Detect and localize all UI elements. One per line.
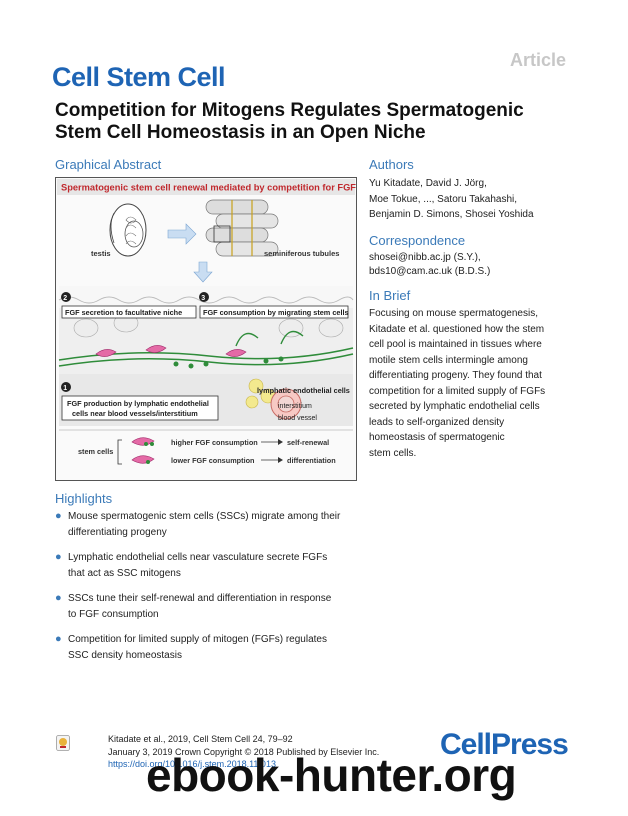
bullet-icon: ● bbox=[55, 551, 62, 563]
testis-illustration bbox=[109, 203, 147, 257]
interstitium-label: interstitium bbox=[278, 403, 312, 410]
article-title: Competition for Mitogens Regulates Sperm… bbox=[55, 100, 524, 143]
graphical-abstract-svg: Spermatogenic stem cell renewal mediated… bbox=[57, 179, 356, 465]
citation-block: Kitadate et al., 2019, Cell Stem Cell 24… bbox=[108, 733, 428, 771]
fgf-secretion-label: FGF secretion to facultative niche bbox=[65, 308, 182, 317]
blood-vessel-label: blood vessel bbox=[278, 415, 317, 422]
bullet-icon: ● bbox=[55, 592, 62, 604]
graphical-abstract-heading: Graphical Abstract bbox=[55, 157, 162, 172]
crossmark-icon[interactable] bbox=[56, 735, 70, 751]
highlights-heading: Highlights bbox=[55, 491, 113, 506]
differentiation-label: differentiation bbox=[287, 456, 336, 465]
in-brief-line: competition for a limited supply of FGFs bbox=[369, 385, 546, 397]
graphical-abstract-figure: Spermatogenic stem cell renewal mediated… bbox=[55, 177, 357, 481]
fgf-production-label-2: cells near blood vessels/interstitium bbox=[72, 409, 198, 418]
in-brief-heading: In Brief bbox=[369, 288, 411, 303]
arrow-right-icon bbox=[167, 223, 197, 245]
journal-name: Cell Stem Cell bbox=[52, 62, 226, 92]
citation-copyright: January 3, 2019 Crown Copyright © 2018 P… bbox=[108, 746, 380, 757]
in-brief-line: secreted by lymphatic endothelial cells bbox=[369, 401, 540, 412]
stem-cell-icon bbox=[131, 437, 155, 446]
in-brief-line: leads to self-organized density bbox=[369, 416, 505, 428]
ga-banner: Spermatogenic stem cell renewal mediated… bbox=[61, 183, 356, 193]
step-2-number: 2 bbox=[63, 295, 67, 302]
curved-arrow-icon bbox=[235, 332, 259, 347]
in-brief-line: Focusing on mouse spermatogenesis, bbox=[369, 308, 538, 319]
higher-consumption-label: higher FGF consumption bbox=[171, 438, 258, 447]
stem-cells-label: stem cells bbox=[78, 447, 113, 456]
correspondence-email[interactable]: shosei@nibb.ac.jp (S.Y.), bbox=[369, 252, 481, 263]
article-type-label: Article bbox=[509, 50, 566, 70]
doi-link[interactable]: https://doi.org/10.1016/j.stem.2018.11.0… bbox=[108, 759, 276, 769]
step-1-number: 1 bbox=[63, 385, 67, 392]
authors-list: Yu Kitadate, David J. Jörg, Moe Tokue, .… bbox=[369, 176, 589, 223]
bullet-icon: ● bbox=[55, 633, 62, 645]
correspondence-heading: Correspondence bbox=[369, 233, 466, 248]
citation-reference: Kitadate et al., 2019, Cell Stem Cell 24… bbox=[108, 734, 293, 744]
in-brief-line: differentiating progeny. They found that bbox=[369, 370, 542, 381]
highlight-item: ● Competition for limited supply of mito… bbox=[55, 633, 327, 661]
in-brief-line: homeostasis of spermatogenic bbox=[369, 432, 505, 443]
tubules-illustration bbox=[205, 199, 279, 257]
bullet-icon: ● bbox=[55, 510, 62, 522]
in-brief-line: motile stem cells intermingle among bbox=[369, 354, 528, 366]
in-brief-line: cell pool is maintained in tissues where bbox=[369, 339, 542, 350]
tubules-label: seminiferous tubules bbox=[264, 249, 339, 258]
in-brief-line: Kitadate et al. questioned how the stem bbox=[369, 323, 545, 335]
in-brief-line: stem cells. bbox=[369, 447, 417, 459]
arrow-down-icon bbox=[193, 261, 213, 283]
highlights-list: ● Mouse spermatogenic stem cells (SSCs) … bbox=[55, 509, 355, 673]
lymphatic-label: lymphatic endothelial cells bbox=[257, 386, 350, 395]
in-brief-text: Focusing on mouse spermatogenesis, Kitad… bbox=[369, 306, 581, 461]
highlight-item: ● SSCs tune their self-renewal and diffe… bbox=[55, 592, 332, 620]
authors-line: Benjamin D. Simons, Shosei Yoshida bbox=[369, 209, 534, 220]
watermark-text: ebook-hunter.org bbox=[146, 749, 517, 801]
authors-line: Moe Tokue, ..., Satoru Takahashi, bbox=[369, 193, 518, 205]
publisher-logo: CellPress bbox=[440, 728, 569, 761]
correspondence-list: shosei@nibb.ac.jp (S.Y.), bds10@cam.ac.u… bbox=[369, 251, 589, 279]
authors-line: Yu Kitadate, David J. Jörg, bbox=[369, 178, 487, 189]
correspondence-email[interactable]: bds10@cam.ac.uk (B.D.S.) bbox=[369, 266, 491, 277]
step-3-number: 3 bbox=[201, 295, 205, 302]
testis-label: testis bbox=[91, 249, 111, 258]
highlight-item: ● Mouse spermatogenic stem cells (SSCs) … bbox=[55, 510, 341, 538]
highlight-item: ● Lymphatic endothelial cells near vascu… bbox=[55, 551, 328, 579]
fgf-consumption-label: FGF consumption by migrating stem cells bbox=[203, 308, 349, 317]
fgf-production-label-1: FGF production by lymphatic endothelial bbox=[67, 399, 209, 408]
self-renewal-label: self-renewal bbox=[287, 438, 329, 447]
lower-consumption-label: lower FGF consumption bbox=[171, 456, 255, 465]
authors-heading: Authors bbox=[369, 157, 414, 172]
